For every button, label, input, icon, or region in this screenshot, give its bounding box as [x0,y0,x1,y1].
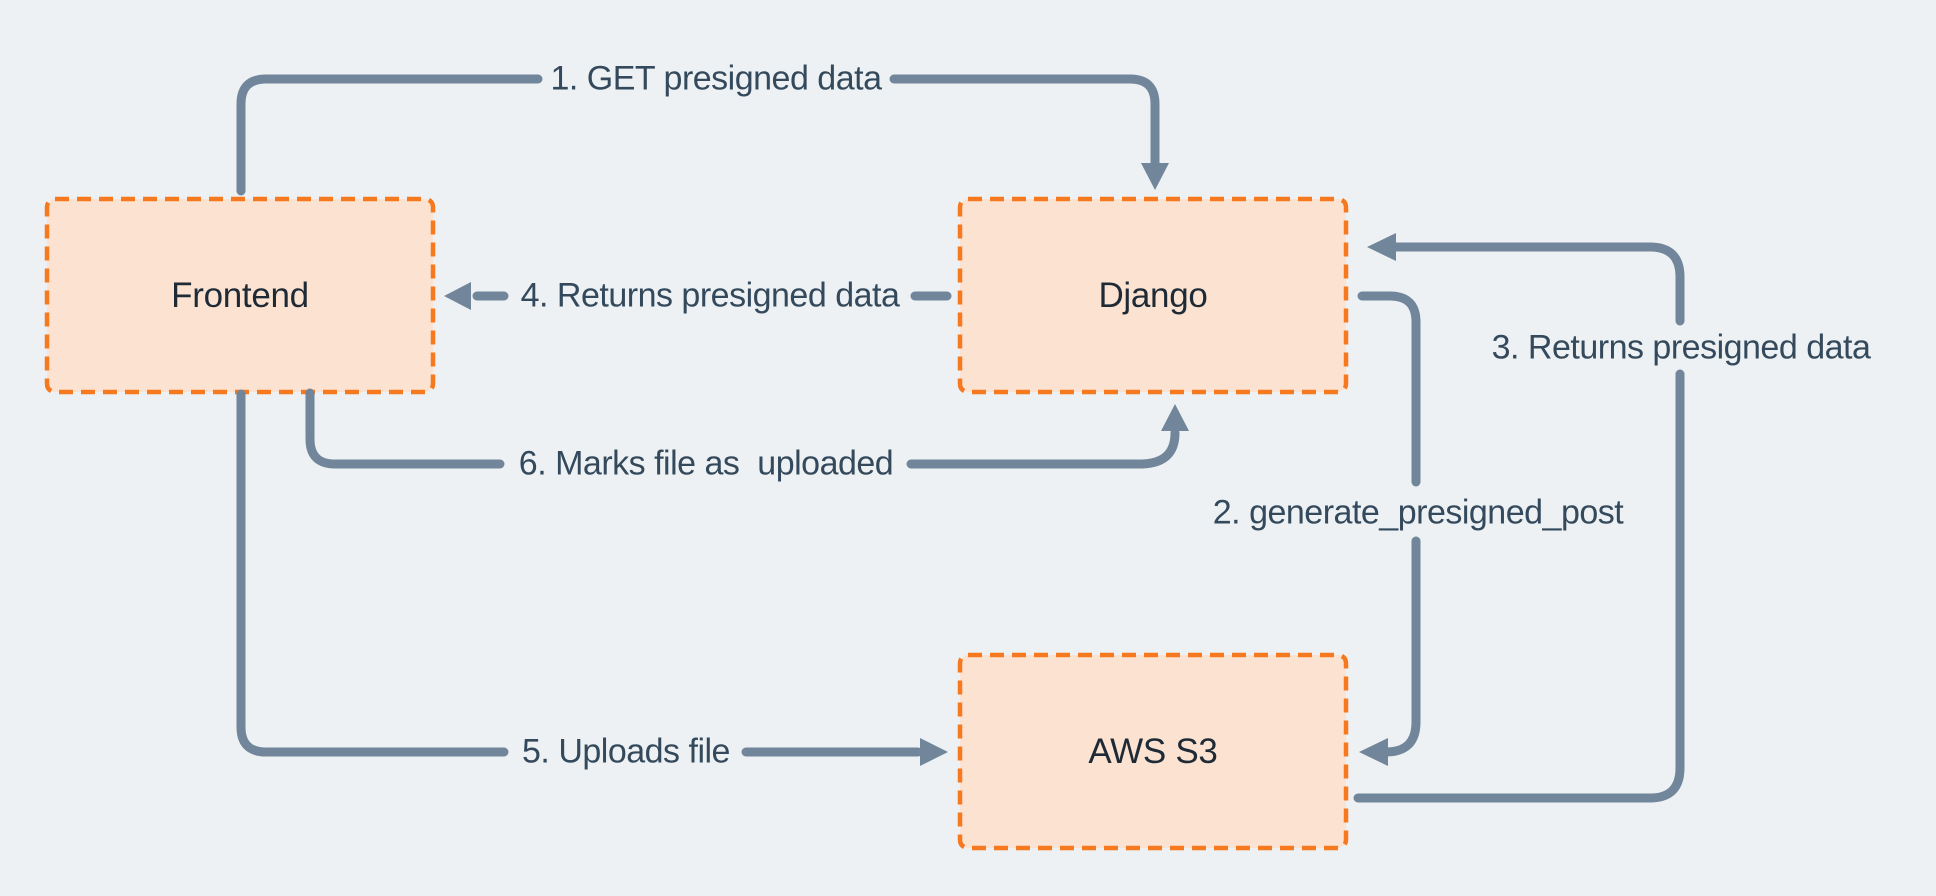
edge-3-arrowhead-left-icon [1367,233,1396,261]
edge-2-label: 2. generate_presigned_post [1207,493,1629,533]
edge-3-segment-b [1389,242,1685,326]
edge-1-arrowhead-down-icon [1141,163,1169,190]
edge-4-arrowhead-left-icon [444,282,471,310]
edge-6-arrowhead-up-icon [1161,404,1189,431]
edge-5-segment-a [236,389,509,757]
django-node-box [957,196,1349,395]
aws-s3-node-title: AWS S3 [1088,732,1218,771]
edge-2-segment-b [1381,536,1421,757]
aws-s3-node-box [957,652,1349,851]
edge-1-label: 1. GET presigned data [545,59,887,99]
edge-5-arrowhead-right-icon [920,738,948,766]
edge-6-segment-a [305,388,505,469]
edge-6-segment-b [906,428,1180,469]
edge-2-arrowhead-left-icon [1359,738,1388,766]
edge-2-segment-a [1357,291,1421,487]
edge-6-label: 6. Marks file as uploaded [513,444,899,484]
frontend-node-title: Frontend [171,276,309,315]
edge-4-label: 4. Returns presigned data [515,276,905,316]
edge-1-segment-b [889,74,1160,171]
django-node-title: Django [1098,276,1208,315]
edge-3-label: 3. Returns presigned data [1486,328,1876,368]
edge-3-segment-a [1353,369,1685,803]
edge-5-label: 5. Uploads file [517,732,735,772]
edge-1-segment-a [236,74,543,196]
